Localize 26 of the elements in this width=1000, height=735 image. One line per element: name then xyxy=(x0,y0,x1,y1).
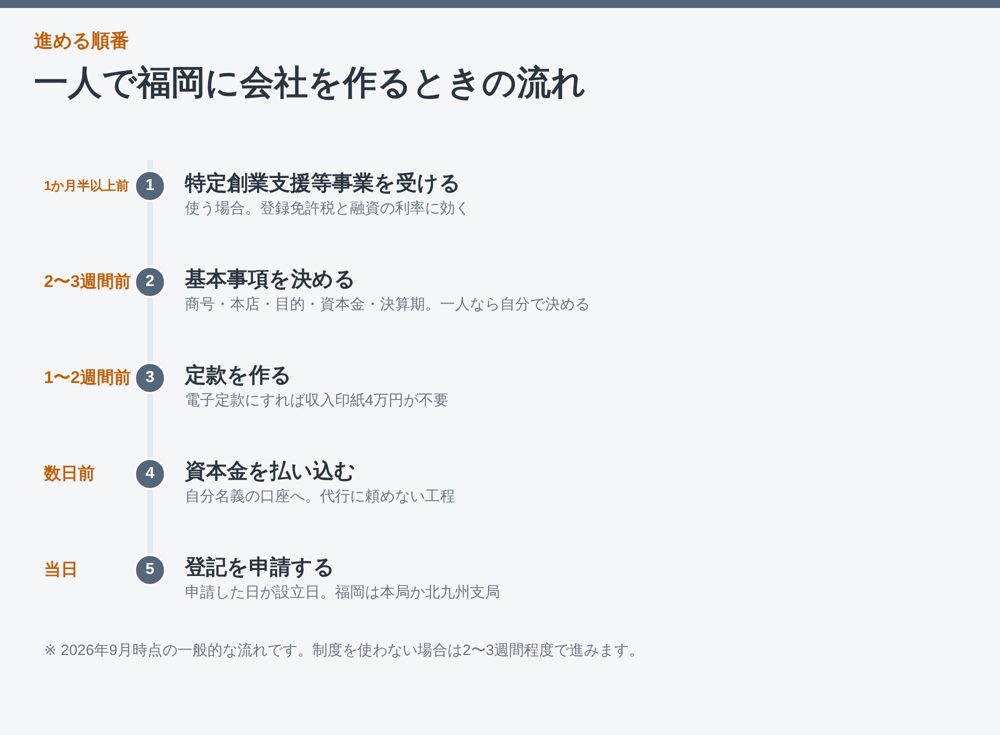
step-number-circle: 3 xyxy=(134,362,166,394)
time-label: 数日前 xyxy=(44,463,95,485)
timeline-line xyxy=(147,298,153,362)
footnote: ※ 2026年9月時点の一般的な流れです。制度を使わない場合は2〜3週間程度で進みます。 xyxy=(44,641,644,661)
step-heading: 基本事項を決める xyxy=(185,267,356,293)
timeline-line xyxy=(147,490,153,554)
step-number-circle: 4 xyxy=(134,458,166,490)
step-number-circle: 5 xyxy=(134,554,166,586)
step-description: 電子定款にすれば収入印紙4万円が不要 xyxy=(185,391,448,411)
title: 一人で福岡に会社を作るときの流れ xyxy=(34,63,586,104)
time-label: 1〜2週間前 xyxy=(44,367,131,389)
timeline-line xyxy=(147,202,153,266)
step-description: 申請した日が設立日。福岡は本局か北九州支局 xyxy=(185,583,500,603)
step-number-circle: 1 xyxy=(134,170,166,202)
time-label: 2〜3週間前 xyxy=(44,271,131,293)
step-heading: 資本金を払い込む xyxy=(185,459,356,485)
step-description: 商号・本店・目的・資本金・決算期。一人なら自分で決める xyxy=(185,295,590,315)
step-number-circle: 2 xyxy=(134,266,166,298)
step-heading: 特定創業支援等事業を受ける xyxy=(185,170,461,197)
step-heading: 定款を作る xyxy=(185,362,292,389)
step-heading: 登記を申請する xyxy=(185,555,335,581)
eyebrow-label: 進める順番 xyxy=(34,30,129,54)
time-label: 1か月半以上前 xyxy=(44,177,130,195)
time-label: 当日 xyxy=(44,559,78,581)
step-description: 自分名義の口座へ。代行に頼めない工程 xyxy=(185,487,455,507)
step-description: 使う場合。登録免許税と融資の利率に効く xyxy=(185,199,470,219)
